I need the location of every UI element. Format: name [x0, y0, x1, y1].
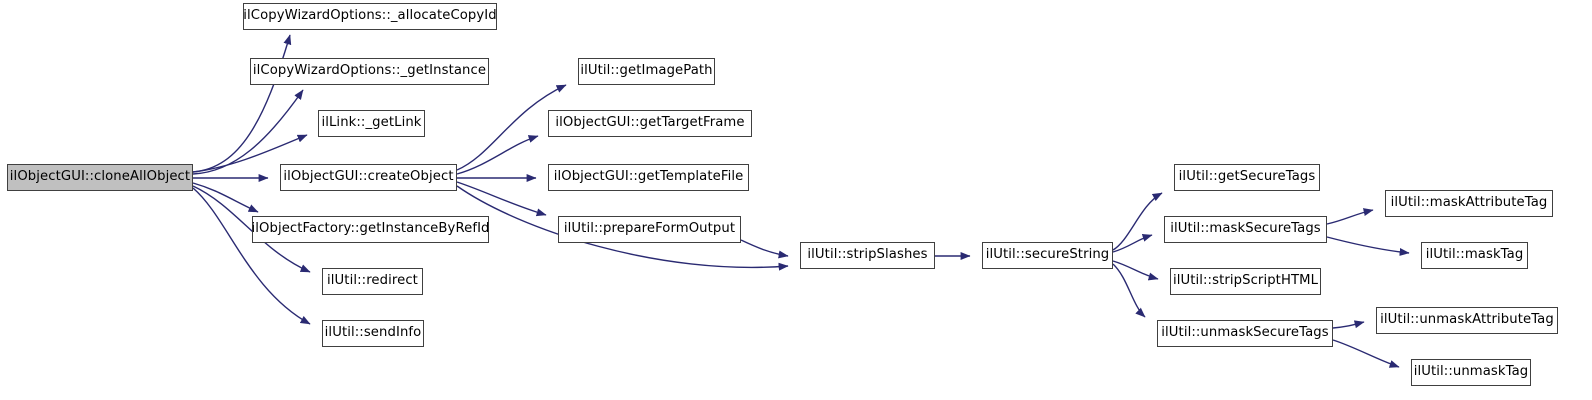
- graph-node-getImagePath[interactable]: ilUtil::getImagePath: [578, 58, 715, 85]
- graph-node-maskSecureTags[interactable]: ilUtil::maskSecureTags: [1164, 216, 1327, 243]
- graph-node-unmaskAttributeTag[interactable]: ilUtil::unmaskAttributeTag: [1376, 307, 1558, 334]
- graph-node-label: ilUtil::maskAttributeTag: [1390, 195, 1548, 211]
- graph-edge-createObject-to-prepareFormOutput: [456, 181, 547, 217]
- graph-edge-secureString-to-unmaskSecureTags: [1112, 263, 1146, 318]
- graph-node-stripScriptHTML[interactable]: ilUtil::stripScriptHTML: [1170, 268, 1321, 295]
- graph-node-label: ilUtil::unmaskAttributeTag: [1380, 312, 1554, 328]
- graph-edge-prepareFormOutput-to-stripSlashes: [740, 239, 789, 259]
- graph-edge-secureString-to-maskSecureTags: [1112, 233, 1153, 253]
- graph-edge-cloneAllObject-to-getInstanceByRefId: [192, 182, 259, 213]
- graph-edge-maskSecureTags-to-maskTag: [1326, 236, 1410, 257]
- graph-node-getInstance[interactable]: ilCopyWizardOptions::_getInstance: [250, 58, 489, 85]
- graph-node-sendInfo[interactable]: ilUtil::sendInfo: [322, 320, 424, 347]
- graph-node-label: ilUtil::redirect: [327, 273, 418, 289]
- graph-node-label: ilUtil::getImagePath: [580, 63, 713, 79]
- graph-node-label: ilUtil::prepareFormOutput: [563, 221, 736, 237]
- graph-node-label: ilObjectGUI::getTemplateFile: [553, 169, 744, 185]
- graph-node-maskAttributeTag[interactable]: ilUtil::maskAttributeTag: [1385, 190, 1553, 217]
- graph-node-maskTag[interactable]: ilUtil::maskTag: [1421, 242, 1528, 269]
- graph-node-unmaskSecureTags[interactable]: ilUtil::unmaskSecureTags: [1157, 320, 1333, 347]
- graph-node-label: ilObjectGUI::cloneAllObject: [9, 169, 191, 185]
- graph-edge-unmaskSecureTags-to-unmaskTag: [1332, 339, 1400, 368]
- graph-node-label: ilCopyWizardOptions::_allocateCopyId: [243, 8, 497, 24]
- graph-edge-cloneAllObject-to-getInstance: [192, 89, 304, 175]
- graph-node-getTemplateFile[interactable]: ilObjectGUI::getTemplateFile: [548, 164, 749, 191]
- graph-node-label: ilUtil::getSecureTags: [1178, 169, 1316, 185]
- graph-node-unmaskTag[interactable]: ilUtil::unmaskTag: [1411, 359, 1531, 386]
- graph-edge-secureString-to-getSecureTags: [1112, 192, 1163, 251]
- graph-node-createObject[interactable]: ilObjectGUI::createObject: [280, 164, 457, 191]
- graph-node-label: ilUtil::maskTag: [1425, 247, 1524, 263]
- graph-node-cloneAllObject[interactable]: ilObjectGUI::cloneAllObject: [7, 164, 193, 191]
- graph-node-label: ilUtil::stripSlashes: [807, 247, 928, 263]
- graph-node-stripSlashes[interactable]: ilUtil::stripSlashes: [800, 242, 935, 269]
- graph-node-getTargetFrame[interactable]: ilObjectGUI::getTargetFrame: [548, 110, 752, 137]
- graph-node-redirect[interactable]: ilUtil::redirect: [322, 268, 423, 295]
- graph-node-label: ilObjectGUI::getTargetFrame: [555, 115, 745, 131]
- graph-node-getSecureTags[interactable]: ilUtil::getSecureTags: [1174, 164, 1320, 191]
- graph-node-label: ilUtil::unmaskTag: [1413, 364, 1529, 380]
- graph-node-allocateCopyId[interactable]: ilCopyWizardOptions::_allocateCopyId: [243, 3, 497, 30]
- graph-node-label: ilObjectFactory::getInstanceByRefId: [251, 221, 490, 237]
- graph-edge-secureString-to-stripScriptHTML: [1112, 260, 1159, 281]
- graph-edge-cloneAllObject-to-sendInfo: [192, 187, 311, 325]
- graph-node-label: ilUtil::secureString: [985, 247, 1110, 263]
- graph-node-secureString[interactable]: ilUtil::secureString: [982, 242, 1113, 269]
- graph-node-getLink[interactable]: ilLink::_getLink: [318, 110, 425, 137]
- graph-node-getInstanceByRefId[interactable]: ilObjectFactory::getInstanceByRefId: [251, 216, 490, 243]
- graph-node-label: ilUtil::unmaskSecureTags: [1161, 325, 1329, 341]
- graph-node-label: ilObjectGUI::createObject: [283, 169, 454, 185]
- graph-node-label: ilCopyWizardOptions::_getInstance: [252, 63, 487, 79]
- graph-edge-unmaskSecureTags-to-unmaskAttributeTag: [1332, 320, 1365, 329]
- graph-edge-maskSecureTags-to-maskAttributeTag: [1326, 208, 1374, 225]
- graph-node-label: ilUtil::stripScriptHTML: [1172, 273, 1319, 289]
- graph-node-label: ilUtil::sendInfo: [324, 325, 422, 341]
- graph-node-label: ilUtil::maskSecureTags: [1170, 221, 1321, 237]
- graph-edge-cloneAllObject-to-allocateCopyId: [192, 34, 292, 173]
- graph-node-label: ilLink::_getLink: [321, 115, 422, 131]
- graph-node-prepareFormOutput[interactable]: ilUtil::prepareFormOutput: [558, 216, 741, 243]
- graph-edge-createObject-to-getTargetFrame: [456, 135, 539, 175]
